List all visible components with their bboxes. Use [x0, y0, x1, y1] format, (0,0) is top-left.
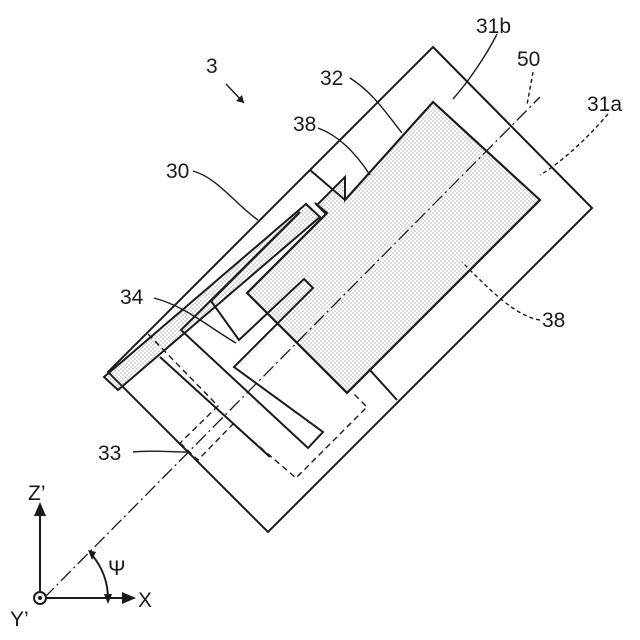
label-32: 32 [320, 67, 343, 90]
tab-lines [369, 369, 397, 400]
label-31a: 31a [587, 93, 622, 116]
label-34: 34 [120, 286, 144, 309]
label-50: 50 [517, 48, 540, 71]
y-axis-dot [38, 596, 42, 600]
leader-50 [527, 72, 533, 105]
axis-label-y: Y’ [10, 608, 29, 631]
label-3: 3 [206, 55, 218, 78]
x-axis-arrow [122, 592, 136, 604]
leader-30 [193, 171, 258, 220]
label-31b: 31b [476, 15, 511, 38]
axis-label-z: Z’ [28, 482, 46, 505]
axis-label-x: X [138, 589, 152, 612]
angle-label-psi: Ψ [108, 557, 126, 580]
label-38-right: 38 [542, 309, 565, 332]
label-30: 30 [166, 160, 189, 183]
angle-arc [92, 555, 108, 598]
label-38-top: 38 [293, 113, 316, 136]
label-33: 33 [98, 442, 121, 465]
leader-33 [133, 451, 188, 452]
